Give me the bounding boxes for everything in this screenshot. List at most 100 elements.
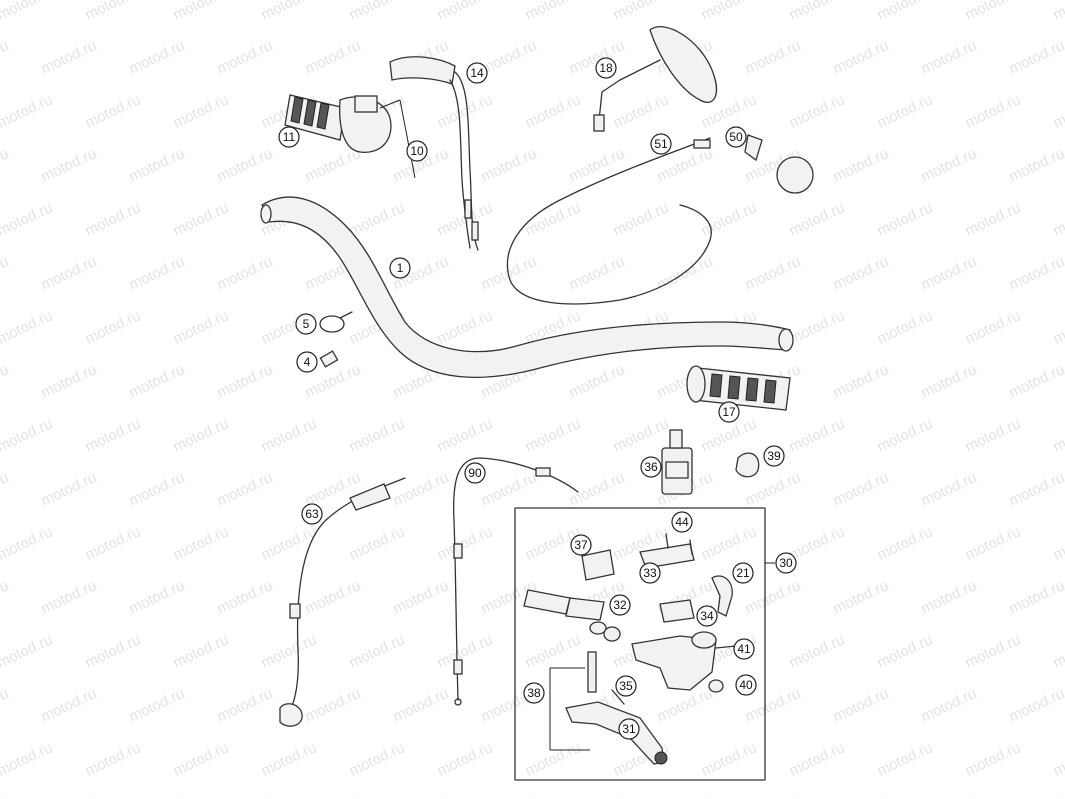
watermark-text: motod.ru <box>611 199 672 239</box>
watermark-text: motod.ru <box>1051 523 1065 563</box>
svg-text:37: 37 <box>574 538 588 552</box>
svg-text:44: 44 <box>675 515 689 529</box>
watermark-text: motod.ru <box>0 685 11 725</box>
watermark-text: motod.ru <box>1007 361 1065 401</box>
watermark-text: motod.ru <box>1007 577 1065 617</box>
watermark-text: motod.ru <box>303 37 364 77</box>
watermark-text: motod.ru <box>831 253 892 293</box>
watermark-text: motod.ru <box>523 739 584 779</box>
svg-text:63: 63 <box>305 507 319 521</box>
watermark-text: motod.ru <box>215 253 276 293</box>
watermark-text: motod.ru <box>1051 91 1065 131</box>
watermark-text: motod.ru <box>39 145 100 185</box>
callout-40: 40 <box>735 674 757 696</box>
watermark-text: motod.ru <box>919 145 980 185</box>
watermark-text: motod.ru <box>347 0 408 24</box>
svg-text:30: 30 <box>779 556 793 570</box>
watermark-text: motod.ru <box>567 361 628 401</box>
svg-text:18: 18 <box>599 61 613 75</box>
watermark-text: motod.ru <box>39 577 100 617</box>
watermark-text: motod.ru <box>171 523 232 563</box>
callout-41: 41 <box>733 638 755 660</box>
watermark-text: motod.ru <box>831 577 892 617</box>
watermark-text: motod.ru <box>259 739 320 779</box>
callout-4: 4 <box>296 351 318 373</box>
watermark-text: motod.ru <box>171 307 232 347</box>
watermark-text: motod.ru <box>699 523 760 563</box>
watermark-text: motod.ru <box>259 415 320 455</box>
watermark-text: motod.ru <box>215 361 276 401</box>
watermark-text: motod.ru <box>0 91 55 131</box>
watermark-text: motod.ru <box>479 793 540 799</box>
watermark-text: motod.ru <box>127 253 188 293</box>
svg-text:5: 5 <box>303 317 310 331</box>
watermark-text: motod.ru <box>435 631 496 671</box>
watermark-text: motod.ru <box>1007 145 1065 185</box>
watermark-text: motod.ru <box>655 793 716 799</box>
watermark-text: motod.ru <box>435 739 496 779</box>
watermark-text: motod.ru <box>963 91 1024 131</box>
watermark-text: motod.ru <box>963 739 1024 779</box>
watermark-text: motod.ru <box>391 577 452 617</box>
master-cylinder-assembly-box <box>514 507 775 781</box>
watermark-text: motod.ru <box>787 631 848 671</box>
watermark-text: motod.ru <box>0 199 55 239</box>
callout-39: 39 <box>763 445 785 467</box>
clamp-part <box>735 452 760 478</box>
watermark-text: motod.ru <box>391 469 452 509</box>
watermark-text: motod.ru <box>347 199 408 239</box>
callout-17: 17 <box>718 401 740 423</box>
watermark-text: motod.ru <box>1051 415 1065 455</box>
watermark-text: motod.ru <box>259 631 320 671</box>
watermark-text: motod.ru <box>0 469 11 509</box>
watermark-text: motod.ru <box>567 145 628 185</box>
svg-text:38: 38 <box>527 686 541 700</box>
watermark-text: motod.ru <box>171 199 232 239</box>
watermark-text: motod.ru <box>83 415 144 455</box>
mirror-part <box>593 26 717 132</box>
watermark-text: motod.ru <box>303 793 364 799</box>
watermark-text: motod.ru <box>963 631 1024 671</box>
svg-text:32: 32 <box>613 598 627 612</box>
watermark-text: motod.ru <box>1007 685 1065 725</box>
svg-text:21: 21 <box>736 566 750 580</box>
watermark-text: motod.ru <box>83 199 144 239</box>
watermark-text: motod.ru <box>699 739 760 779</box>
watermark-text: motod.ru <box>831 37 892 77</box>
throttle-grip-part <box>284 94 416 179</box>
watermark-text: motod.ru <box>83 307 144 347</box>
watermark-text: motod.ru <box>875 631 936 671</box>
watermark-text: motod.ru <box>1051 631 1065 671</box>
watermark-text: motod.ru <box>831 685 892 725</box>
svg-text:35: 35 <box>619 679 633 693</box>
watermark-text: motod.ru <box>787 0 848 24</box>
watermark-text: motod.ru <box>127 469 188 509</box>
watermark-text: motod.ru <box>0 0 55 24</box>
watermark-text: motod.ru <box>1051 199 1065 239</box>
callout-21: 21 <box>732 562 754 584</box>
watermark-text: motod.ru <box>611 91 672 131</box>
callout-50: 50 <box>725 126 747 148</box>
watermark-text: motod.ru <box>303 145 364 185</box>
watermark-text: motod.ru <box>347 415 408 455</box>
watermark-text: motod.ru <box>39 685 100 725</box>
sleeve-part <box>319 350 339 368</box>
watermark-text: motod.ru <box>127 793 188 799</box>
watermark-text: motod.ru <box>479 469 540 509</box>
watermark-text: motod.ru <box>347 739 408 779</box>
watermark-text: motod.ru <box>39 361 100 401</box>
watermark-text: motod.ru <box>83 523 144 563</box>
watermark-text: motod.ru <box>523 415 584 455</box>
watermark-text: motod.ru <box>831 469 892 509</box>
watermark-text: motod.ru <box>875 523 936 563</box>
watermark-text: motod.ru <box>127 145 188 185</box>
watermark-text: motod.ru <box>743 577 804 617</box>
watermark-text: motod.ru <box>963 523 1024 563</box>
svg-text:34: 34 <box>700 609 714 623</box>
watermark-text: motod.ru <box>127 685 188 725</box>
watermark-text: motod.ru <box>0 523 55 563</box>
watermark-text: motod.ru <box>523 0 584 24</box>
watermark-text: motod.ru <box>787 307 848 347</box>
